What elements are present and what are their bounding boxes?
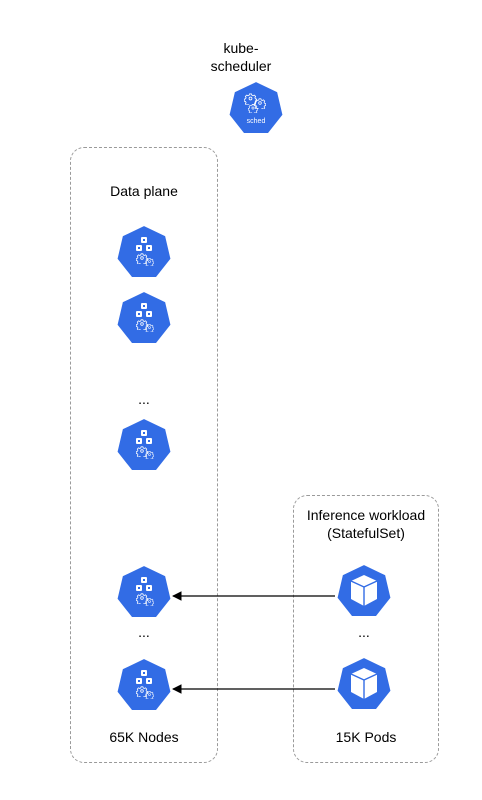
- workload-title: Inference workload: [306, 507, 426, 523]
- pods-ellipsis: ...: [358, 624, 370, 640]
- kube-scheduler-icon: sched: [227, 80, 285, 135]
- workload-group: [293, 495, 439, 763]
- sched-badge: sched: [247, 118, 266, 125]
- nodes-ellipsis: ...: [138, 391, 150, 407]
- scheduler-title: kube-scheduler: [210, 40, 272, 74]
- nodes-caption: 65K Nodes: [109, 729, 179, 745]
- workload-subtitle: (StatefulSet): [327, 525, 405, 541]
- pods-caption: 15K Pods: [335, 729, 397, 745]
- nodes-ellipsis: ...: [138, 624, 150, 640]
- data-plane-title: Data plane: [110, 183, 178, 199]
- data-plane-group: [70, 147, 218, 763]
